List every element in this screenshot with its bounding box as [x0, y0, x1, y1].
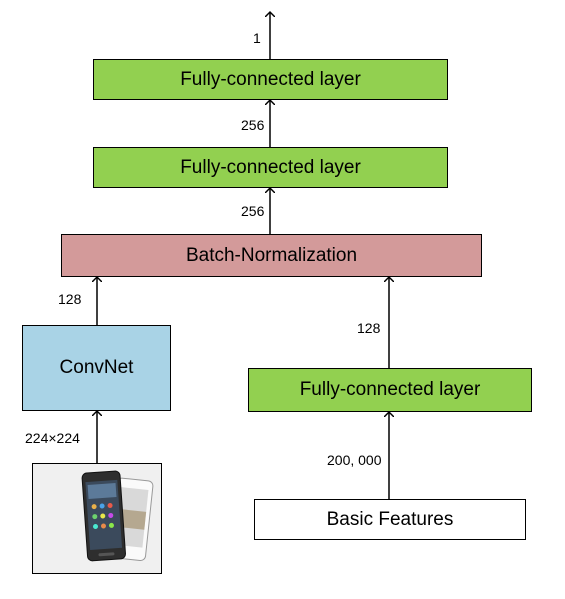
fc-basic-label: Fully-connected layer — [299, 379, 481, 400]
fc-top-box: Fully-connected layer — [93, 59, 448, 100]
fc-mid-to-top-dim-label: 256 — [241, 117, 265, 133]
batch-norm-box: Batch-Normalization — [61, 234, 482, 277]
fc-mid-box: Fully-connected layer — [93, 147, 448, 188]
fc-basic-to-bn-dim-label: 128 — [357, 320, 381, 336]
convnet-box: ConvNet — [22, 325, 171, 411]
image-to-convnet-dim-label: 224×224 — [25, 430, 80, 446]
smartphone-illustration — [81, 470, 154, 562]
fc-basic-box: Fully-connected layer — [248, 368, 532, 412]
output-dim-label: 1 — [253, 30, 261, 46]
input-phone-image — [32, 463, 162, 574]
fc-mid-label: Fully-connected layer — [180, 156, 361, 178]
bn-to-fc-mid-dim-label: 256 — [241, 203, 265, 219]
convnet-label: ConvNet — [59, 357, 134, 378]
basic-to-fc-dim-label: 200, 000 — [327, 452, 382, 468]
basic-features-label: Basic Features — [326, 508, 454, 530]
fc-top-label: Fully-connected layer — [180, 68, 361, 90]
basic-features-box: Basic Features — [254, 499, 526, 540]
convnet-to-bn-dim-label: 128 — [58, 291, 82, 307]
batch-norm-label: Batch-Normalization — [185, 244, 358, 266]
